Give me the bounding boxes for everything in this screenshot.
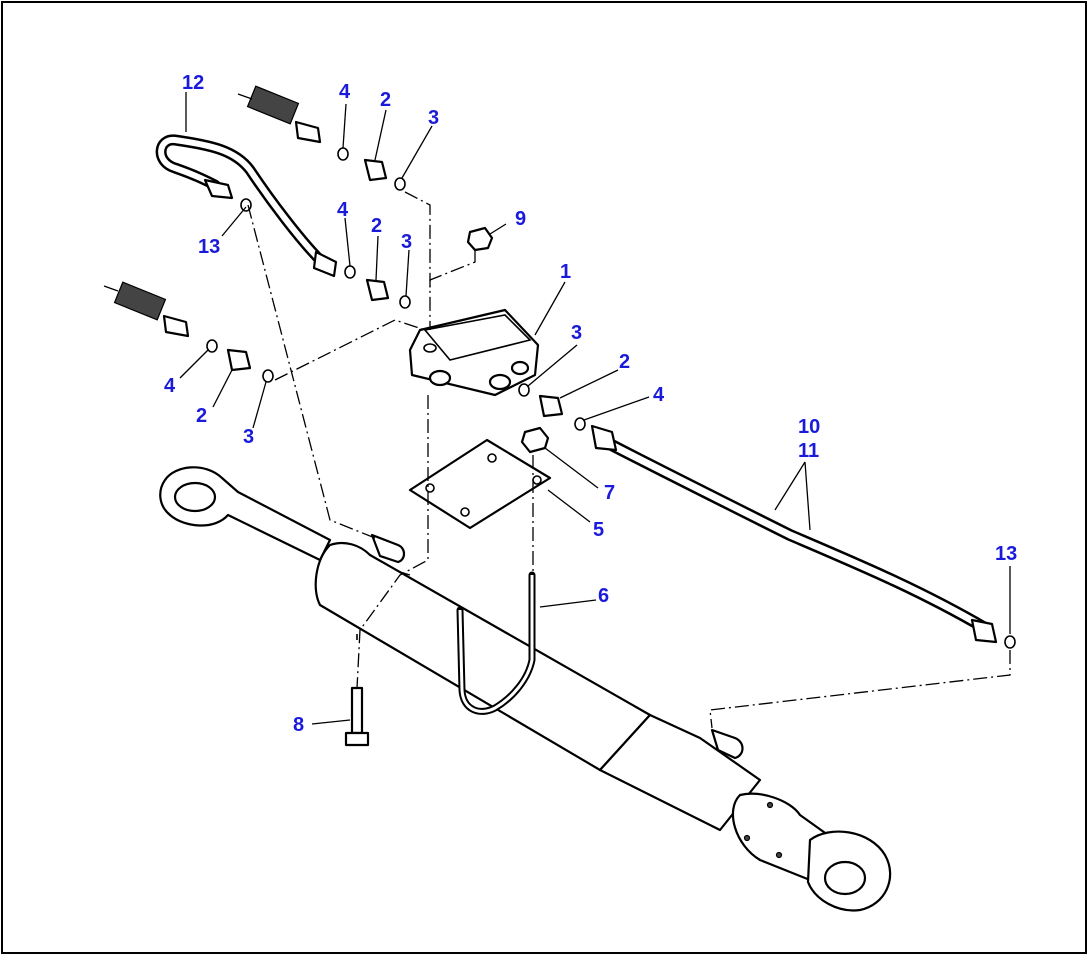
callout-3: 3 bbox=[428, 107, 439, 129]
nut-lower bbox=[520, 426, 550, 454]
callout-12: 12 bbox=[182, 72, 204, 94]
callout-10: 10 bbox=[798, 416, 820, 438]
callout-4: 4 bbox=[164, 375, 176, 397]
adapter-3 bbox=[226, 348, 252, 372]
callout-9: 9 bbox=[515, 208, 526, 230]
u-bolt bbox=[456, 571, 536, 715]
hose-fitting-upper bbox=[237, 85, 322, 144]
bolt bbox=[344, 686, 370, 747]
hydraulic-cylinder bbox=[159, 466, 892, 912]
callout-1: 1 bbox=[560, 261, 571, 283]
leader-lines bbox=[179, 92, 1011, 725]
callout-4: 4 bbox=[653, 384, 665, 406]
adapter-1 bbox=[363, 158, 388, 182]
adapter-2 bbox=[365, 278, 390, 302]
callout-8: 8 bbox=[293, 714, 304, 736]
bracket-plate bbox=[408, 438, 552, 530]
callout-6: 6 bbox=[598, 585, 609, 607]
callout-labels: 1 2 2 2 2 3 3 3 3 4 4 4 4 5 6 7 8 9 10 1… bbox=[164, 72, 1017, 736]
callout-3: 3 bbox=[243, 426, 254, 448]
callout-2: 2 bbox=[371, 215, 382, 237]
hose-tube-long bbox=[590, 424, 998, 644]
cylinder-port-elbow-upper bbox=[370, 533, 406, 564]
valve-block bbox=[408, 308, 540, 397]
callout-11: 11 bbox=[798, 440, 819, 462]
hose-fitting-lower bbox=[103, 281, 190, 338]
callout-5: 5 bbox=[593, 519, 604, 541]
callout-2: 2 bbox=[196, 405, 207, 427]
cylinder-port-elbow-lower bbox=[710, 728, 744, 760]
callout-13: 13 bbox=[198, 236, 220, 258]
callout-3: 3 bbox=[571, 322, 582, 344]
callout-4: 4 bbox=[337, 199, 349, 221]
o-ring-set bbox=[206, 147, 1016, 649]
callout-7: 7 bbox=[604, 482, 615, 504]
callout-4: 4 bbox=[339, 81, 351, 103]
adapter-4 bbox=[538, 394, 564, 418]
callout-3: 3 bbox=[401, 231, 412, 253]
callout-2: 2 bbox=[380, 89, 391, 111]
assembly-lines bbox=[247, 191, 1011, 729]
callout-2: 2 bbox=[619, 351, 630, 373]
hose-tube-upper bbox=[155, 134, 338, 278]
callout-13: 13 bbox=[995, 543, 1017, 565]
nut-upper bbox=[466, 226, 494, 252]
